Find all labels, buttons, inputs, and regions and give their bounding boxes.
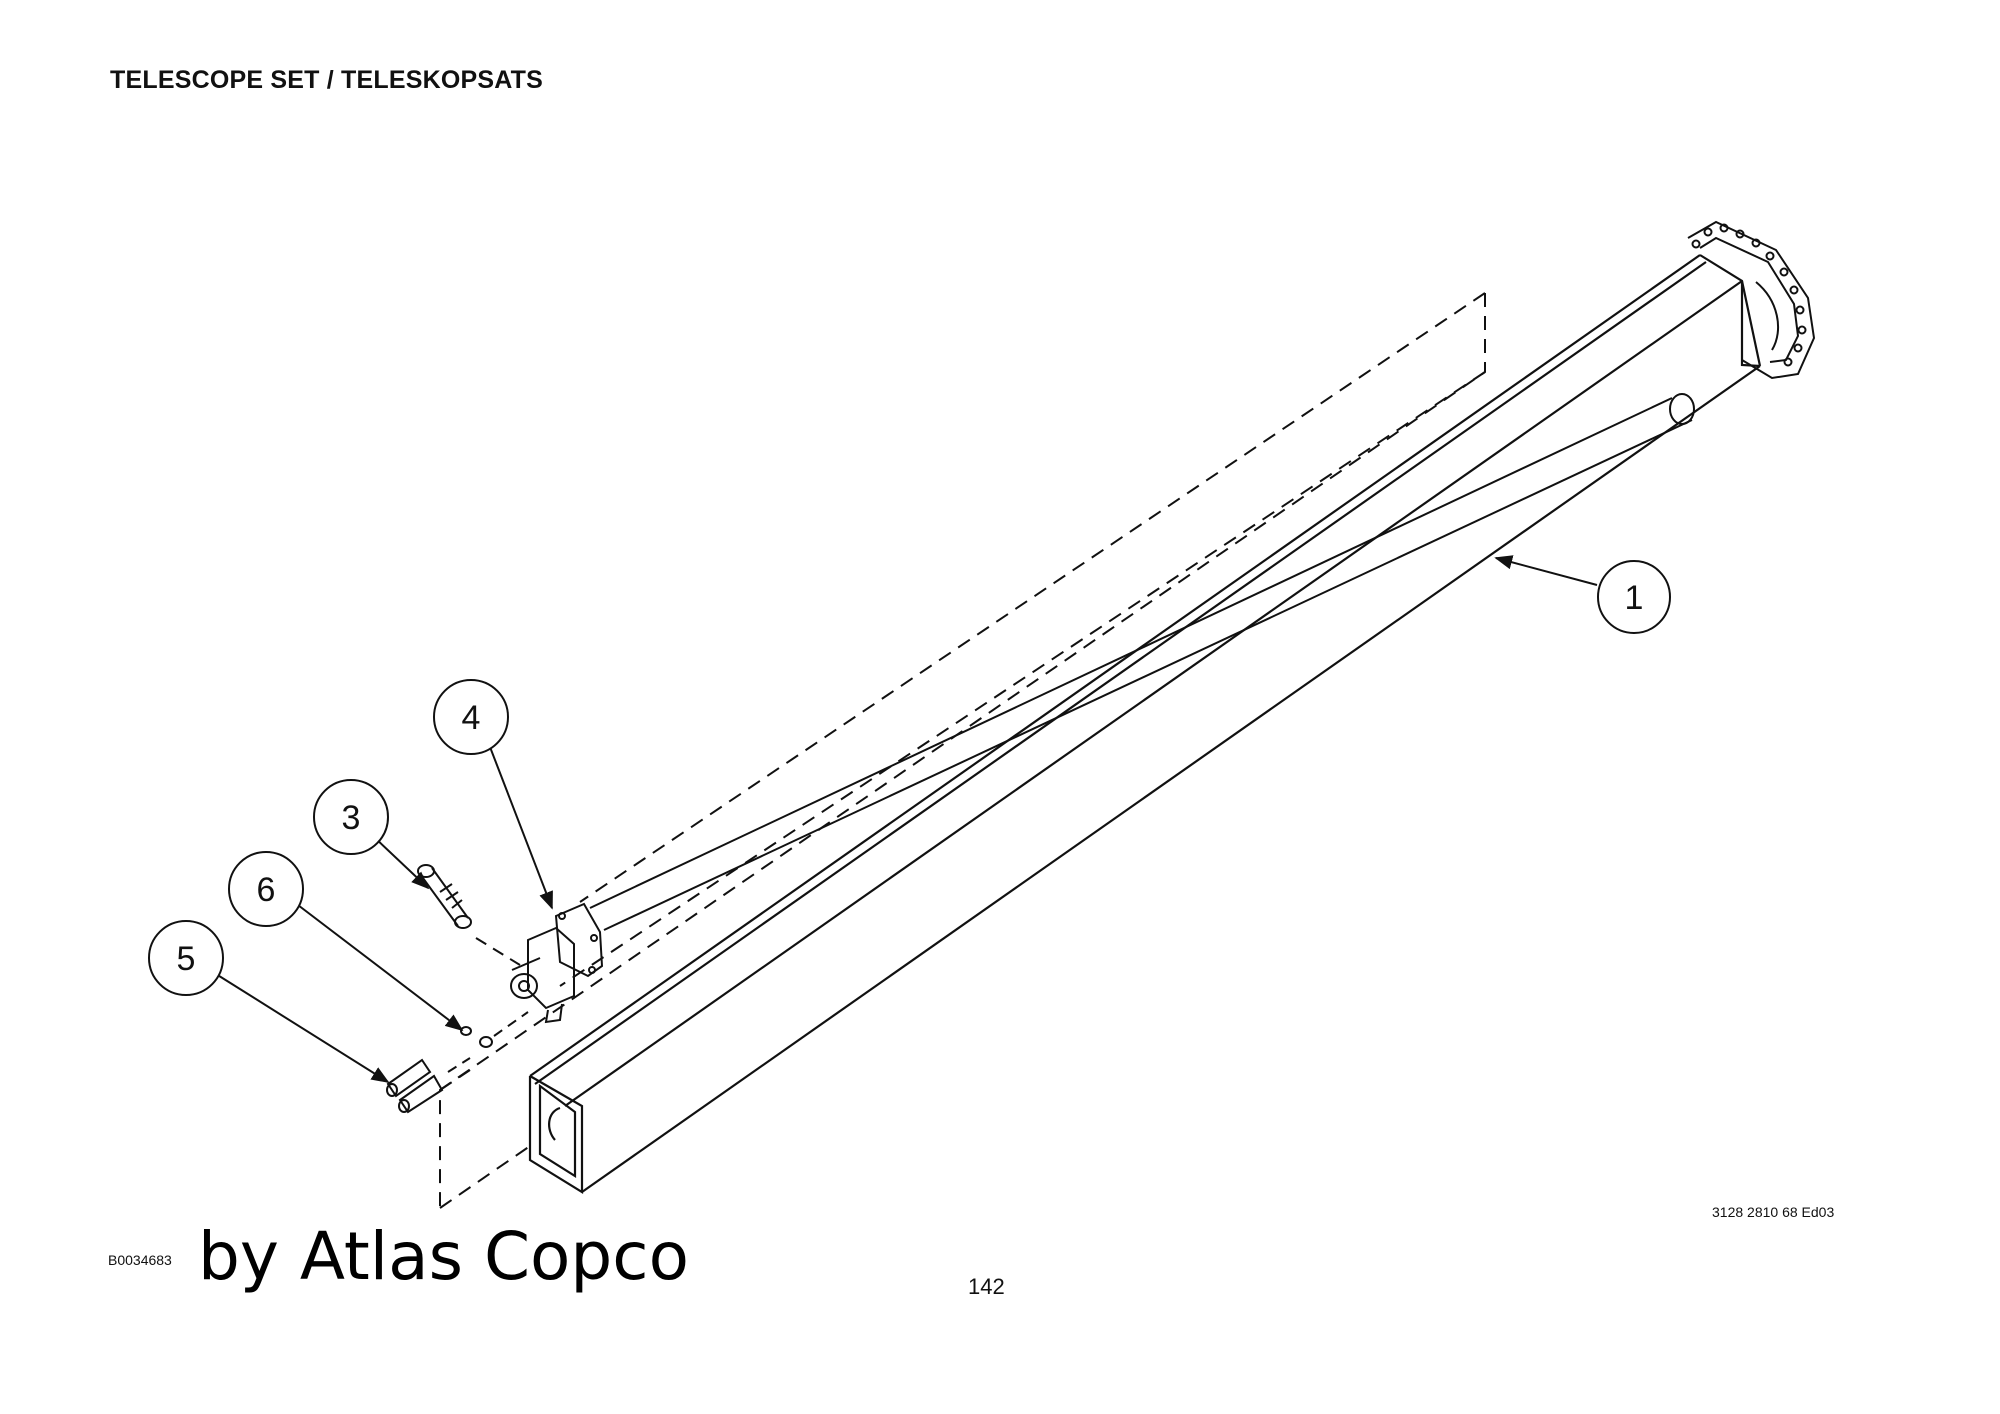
leader-6: [293, 901, 464, 1032]
callout-3: 3: [313, 779, 389, 855]
leader-4: [489, 746, 553, 910]
callout-1: 1: [1597, 560, 1671, 634]
callout-6: 6: [228, 851, 304, 927]
end-flange: [1687, 220, 1816, 380]
figure-code: B0034683: [108, 1252, 172, 1268]
leader-3: [373, 836, 430, 890]
inner-tube-phantom: [439, 292, 1486, 1209]
leader-1: [1494, 555, 1598, 586]
watermark-text: by Atlas Copco: [198, 1218, 689, 1295]
page-number: 142: [968, 1274, 1005, 1299]
callout-3-label: 3: [342, 799, 361, 837]
cylinder-head: [510, 902, 604, 1024]
part-5-bolts: [386, 1057, 471, 1114]
callout-leaders: [215, 555, 1598, 1083]
callout-4: 4: [433, 679, 509, 755]
callout-1-label: 1: [1625, 579, 1644, 617]
cylinder-rod: [589, 393, 1695, 931]
page-title: TELESCOPE SET / TELESKOPSATS: [110, 66, 543, 94]
leader-5: [215, 973, 390, 1083]
callout-6-label: 6: [257, 871, 276, 909]
callout-5-label: 5: [177, 940, 196, 978]
part-3-fitting: [417, 864, 521, 966]
document-number: 3128 2810 68 Ed03: [1712, 1204, 1835, 1220]
callout-4-label: 4: [462, 699, 481, 737]
callout-5: 5: [148, 920, 224, 996]
outer-telescope-tube: [528, 254, 1762, 1194]
part-6-screw: [460, 1011, 529, 1048]
